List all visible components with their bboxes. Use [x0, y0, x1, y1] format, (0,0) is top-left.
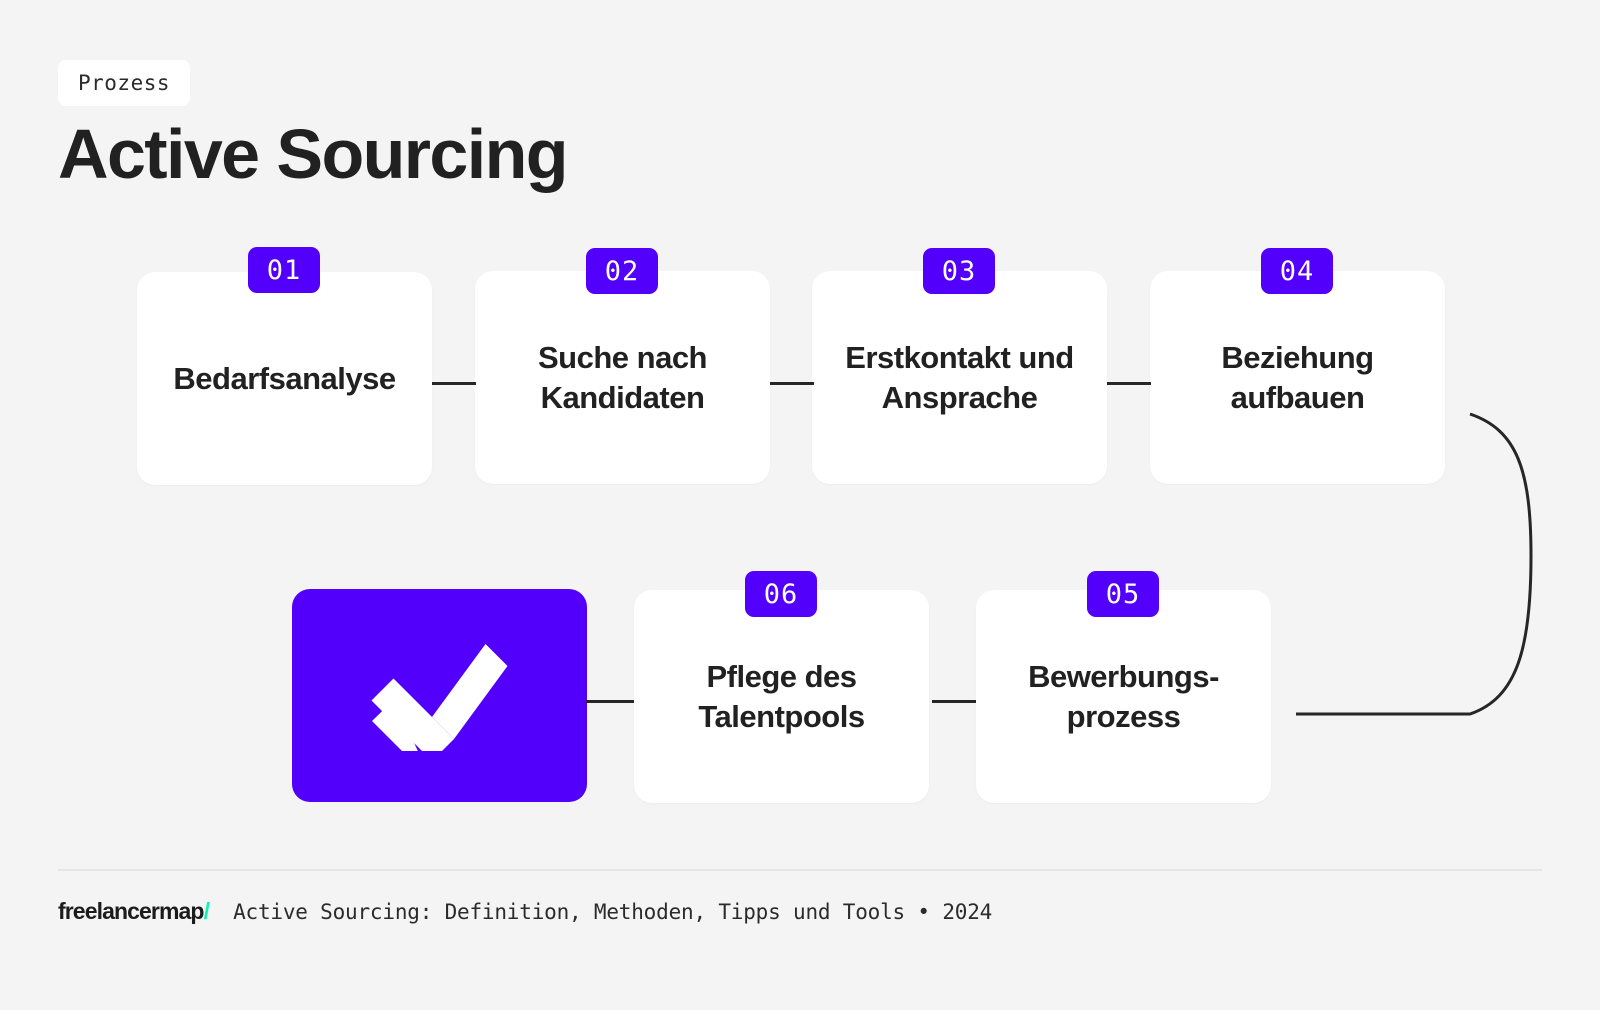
step-badge-02: 02 — [586, 248, 658, 294]
footer: freelancermap/ Active Sourcing: Definiti… — [58, 898, 992, 925]
step-card-02[interactable]: Suche nach Kandidaten — [475, 271, 770, 484]
step-label-01: Bedarfsanalyse — [173, 360, 396, 396]
logo-wordmark: freelancermap — [58, 898, 204, 924]
connector-02-03 — [770, 382, 814, 385]
kicker-badge: Prozess — [58, 60, 191, 106]
step-card-05[interactable]: Bewerbungs- prozess — [976, 590, 1271, 803]
step-badge-01: 01 — [248, 247, 320, 293]
step-number-02: 02 — [604, 255, 640, 287]
step-number-05: 05 — [1105, 578, 1141, 610]
step-card-04[interactable]: Beziehung aufbauen — [1150, 271, 1445, 484]
step-number-06: 06 — [763, 578, 799, 610]
step-number-03: 03 — [941, 255, 977, 287]
step-badge-05: 05 — [1087, 571, 1159, 617]
step-badge-03: 03 — [923, 248, 995, 294]
step-label-02: Suche nach Kandidaten — [538, 339, 708, 415]
footer-divider — [58, 869, 1542, 871]
connector-06-result — [586, 700, 634, 703]
result-check-card[interactable] — [292, 589, 587, 802]
step-number-04: 04 — [1279, 255, 1315, 287]
footer-caption: Active Sourcing: Definition, Methoden, T… — [233, 900, 993, 924]
connector-01-02 — [432, 382, 476, 385]
kicker-label: Prozess — [78, 71, 171, 95]
step-number-01: 01 — [266, 254, 302, 286]
logo-slash-icon: / — [203, 898, 210, 924]
checkmark-icon — [371, 643, 507, 751]
step-label-04: Beziehung aufbauen — [1221, 339, 1374, 415]
step-label-05: Bewerbungs- prozess — [1028, 658, 1219, 734]
step-card-03[interactable]: Erstkontakt und Ansprache — [812, 271, 1107, 484]
page-title: Active Sourcing — [58, 115, 569, 193]
connector-05-06 — [932, 700, 976, 703]
step-badge-04: 04 — [1261, 248, 1333, 294]
step-card-01[interactable]: Bedarfsanalyse — [137, 272, 432, 485]
step-badge-06: 06 — [745, 571, 817, 617]
freelancermap-logo[interactable]: freelancermap/ — [58, 898, 210, 925]
step-label-06: Pflege des Talentpools — [698, 658, 865, 734]
step-label-03: Erstkontakt und Ansprache — [845, 339, 1074, 415]
step-card-06[interactable]: Pflege des Talentpools — [634, 590, 929, 803]
connector-03-04 — [1107, 382, 1151, 385]
